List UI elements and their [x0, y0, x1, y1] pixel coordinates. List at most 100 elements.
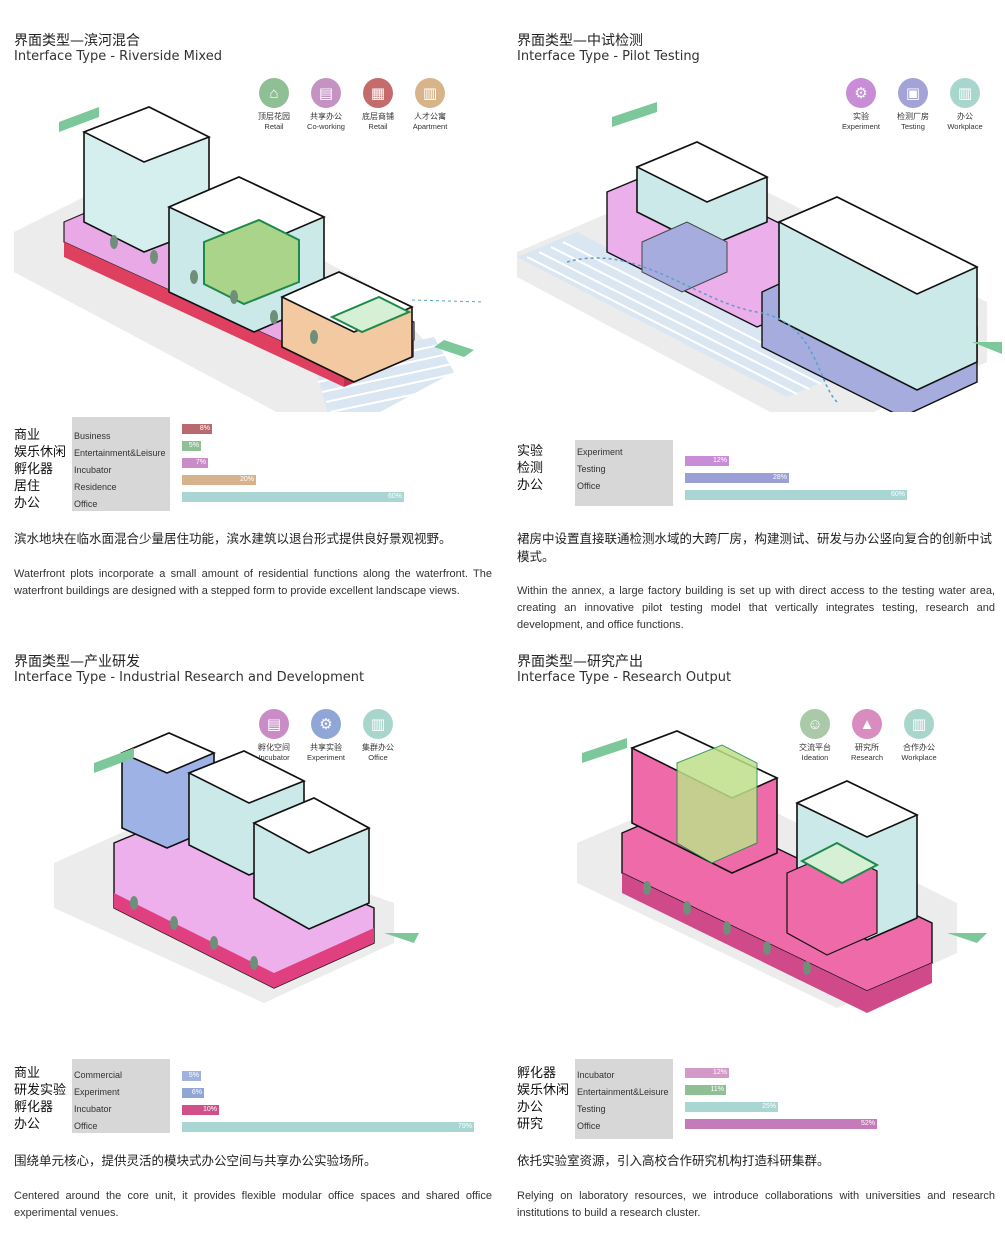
- panel-title-en: Interface Type - Pilot Testing: [517, 49, 700, 64]
- row-label-en: Commercial: [74, 1070, 123, 1080]
- icon-label-cn: 合作办公: [903, 743, 935, 752]
- bar-value-label: 5%: [188, 442, 199, 449]
- icon-label-en: Experiment: [842, 122, 880, 131]
- bar-value-label: 11%: [710, 1086, 725, 1093]
- icon-label-cn: 实验: [853, 112, 869, 121]
- bar-value-label: 10%: [202, 1106, 217, 1113]
- icon-label-en: Workplace: [901, 753, 937, 762]
- bar-value-label: 52%: [860, 1120, 875, 1127]
- legend-item: ▲ 研究所 Research: [845, 709, 889, 762]
- panel-riverside-mixed: 界面类型—滨河混合 Interface Type - Riverside Mix…: [14, 30, 502, 650]
- panel-title-cn: 界面类型—研究产出: [517, 654, 643, 670]
- icon-label-cn: 孵化空间: [258, 743, 290, 752]
- row-label-cn: 检测: [517, 461, 544, 476]
- legend-item: ⚙ 共享实验 Experiment: [304, 709, 348, 762]
- row-label-cn: 孵化器: [14, 1100, 54, 1115]
- legend-item: ▤ 孵化空间 Incubator: [252, 709, 296, 762]
- icon-label-cn: 办公: [957, 112, 973, 121]
- icon-label-cn: 底层商铺: [362, 112, 394, 121]
- row-label-cn: 研究: [517, 1117, 544, 1132]
- legend-item: ⌂ 顶层花园 Retail: [252, 78, 296, 131]
- ratio-bar: 5%: [182, 441, 201, 451]
- row-label-cn: 研发实验: [14, 1083, 67, 1098]
- function-ratio-table: 实验 检测 办公 Experiment Testing Office 12% 2…: [517, 440, 997, 506]
- bar-value-label: 8%: [199, 425, 210, 432]
- description-cn: 滨水地块在临水面混合少量居住功能，滨水建筑以退台形式提供良好景观视野。: [14, 531, 452, 546]
- row-label-cn: 商业: [14, 1066, 41, 1081]
- panel-title-en: Interface Type - Research Output: [517, 670, 732, 685]
- panel-industrial-rd: 界面类型—产业研发 Interface Type - Industrial Re…: [14, 651, 502, 1255]
- row-label-en: Testing: [577, 464, 606, 474]
- row-label-cn: 居住: [14, 479, 41, 494]
- icon-label-en: Research: [850, 753, 884, 762]
- description-cn: 依托实验室资源，引入高校合作研究机构打造科研集群。: [517, 1153, 830, 1168]
- row-label-en: Testing: [577, 1104, 606, 1114]
- ratio-bar: 52%: [685, 1119, 877, 1129]
- legend-item: ▣ 检测厂房 Testing: [891, 78, 935, 131]
- legend-item: ▥ 集群办公 Office: [356, 709, 400, 762]
- icon-label-en: Testing: [901, 122, 925, 131]
- bar-value-label: 25%: [761, 1103, 776, 1110]
- row-label-en: Office: [74, 499, 98, 509]
- bar-value-label: 12%: [712, 457, 727, 464]
- icon-legend: ☺ 交流平台 Ideation ▲ 研究所 Research ▥ 合作办公 Wo…: [793, 709, 941, 762]
- row-label-en: Experiment: [577, 447, 623, 457]
- function-ratio-table: 孵化器 娱乐休闲 办公 研究 Incubator Entertainment&L…: [517, 1059, 997, 1139]
- row-label-cn: 办公: [14, 496, 41, 511]
- office-icon: ▥: [950, 78, 980, 108]
- row-label-cn: 办公: [517, 1100, 544, 1115]
- icon-label-en: Apartment: [412, 122, 448, 131]
- ratio-bar: 12%: [685, 1068, 729, 1078]
- row-label-cn: 办公: [517, 478, 544, 493]
- ratio-bar: 8%: [182, 424, 212, 434]
- function-ratio-table: 商业 研发实验 孵化器 办公 Commercial Experiment Inc…: [14, 1059, 494, 1133]
- icon-label-en: Retail: [368, 122, 388, 131]
- row-label-cn: 孵化器: [14, 462, 54, 477]
- description-en: Waterfront plots incorporate a small amo…: [14, 568, 492, 597]
- panel-title-cn: 界面类型—中试检测: [517, 33, 643, 49]
- bar-value-label: 79%: [457, 1123, 472, 1130]
- description-en: Within the annex, a large factory buildi…: [517, 585, 995, 631]
- icon-label-en: Office: [368, 753, 388, 762]
- bar-value-label: 7%: [195, 459, 206, 466]
- icon-label-cn: 集群办公: [362, 743, 394, 752]
- row-label-cn: 娱乐休闲: [517, 1083, 570, 1098]
- row-label-en: Business: [74, 431, 111, 441]
- bar-value-label: 5%: [188, 1072, 199, 1079]
- gear-icon: ⚙: [311, 709, 341, 739]
- row-label-en: Entertainment&Leisure: [577, 1087, 669, 1097]
- icon-label-en: Experiment: [307, 753, 345, 762]
- office-icon: ▥: [904, 709, 934, 739]
- legend-item: ▦ 底层商铺 Retail: [356, 78, 400, 131]
- icon-label-en: Workplace: [947, 122, 983, 131]
- icon-label-cn: 共享办公: [310, 112, 342, 121]
- row-label-en: Incubator: [577, 1070, 615, 1080]
- incubator-icon: ▤: [259, 709, 289, 739]
- ratio-bar: 6%: [182, 1088, 204, 1098]
- ratio-bar: 60%: [182, 492, 404, 502]
- ratio-bar: 12%: [685, 456, 729, 466]
- icon-label-en: Retail: [264, 122, 284, 131]
- legend-item: ▥ 办公 Workplace: [943, 78, 987, 131]
- panel-title-cn: 界面类型—产业研发: [14, 654, 140, 670]
- panel-title-en: Interface Type - Riverside Mixed: [14, 49, 222, 64]
- bar-value-label: 20%: [239, 476, 254, 483]
- shop-icon: ▦: [363, 78, 393, 108]
- ratio-bar: 79%: [182, 1122, 474, 1132]
- legend-item: ☺ 交流平台 Ideation: [793, 709, 837, 762]
- ratio-bar: 60%: [685, 490, 907, 500]
- icon-label-cn: 研究所: [855, 743, 879, 752]
- ratio-bar: 10%: [182, 1105, 219, 1115]
- panel-research-output: 界面类型—研究产出 Interface Type - Research Outp…: [517, 651, 1005, 1255]
- icon-legend: ⌂ 顶层花园 Retail ▤ 共享办公 Co-working ▦ 底层商铺 R…: [252, 78, 452, 131]
- bar-value-label: 12%: [712, 1069, 727, 1076]
- legend-item: ▥ 人才公寓 Apartment: [408, 78, 452, 131]
- row-label-cn: 娱乐休闲: [14, 445, 67, 460]
- panel-title-cn: 界面类型—滨河混合: [14, 33, 140, 49]
- icon-label-cn: 交流平台: [799, 743, 831, 752]
- row-label-en: Experiment: [74, 1087, 120, 1097]
- coworking-icon: ▤: [311, 78, 341, 108]
- row-label-cn: 实验: [517, 444, 544, 459]
- row-label-cn: 孵化器: [517, 1066, 557, 1081]
- function-ratio-table: 商业 娱乐休闲 孵化器 居住 办公 Business Entertainment…: [14, 417, 494, 511]
